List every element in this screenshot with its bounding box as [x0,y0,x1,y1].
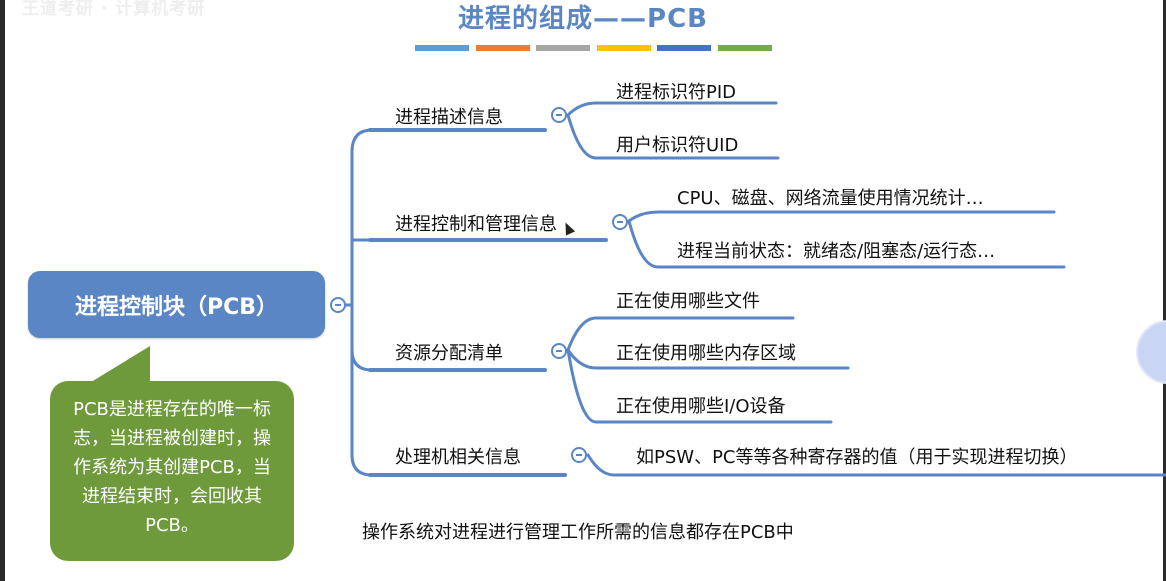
connector-branch-3 [350,348,374,372]
branch-3-collapse-toggle[interactable] [551,343,567,359]
connector-files [566,316,795,352]
title-color-bar [475,45,530,51]
branch-resource-list[interactable]: 资源分配清单 [395,343,503,364]
connector-trunk-top [350,128,374,154]
callout-pointer [78,346,150,392]
connector-io [566,348,833,424]
title-color-bar [596,45,651,51]
branch-4-collapse-toggle[interactable] [571,447,587,463]
slide-title: 进程的组成——PCB [458,4,708,34]
root-collapse-toggle[interactable] [330,297,346,313]
connector-trunk [350,150,374,477]
connector-state [627,219,1066,269]
window-edge-left [0,0,5,581]
leaf-memory-regions[interactable]: 正在使用哪些内存区域 [616,343,796,364]
leaf-io-devices[interactable]: 正在使用哪些I/O设备 [616,396,786,417]
branch-1-collapse-toggle[interactable] [551,107,567,123]
connector-usage [627,210,1056,223]
branch-processor-info[interactable]: 处理机相关信息 [395,447,521,468]
bottom-note: 操作系统对进程进行管理工作所需的信息都存在PCB中 [362,522,794,543]
branch-2-collapse-toggle[interactable] [612,214,628,230]
faded-header-text: 王道考研 · 计算机考研 [22,0,206,19]
connector-pid [566,101,778,117]
leaf-pid[interactable]: 进程标识符PID [616,82,737,103]
title-color-bar [415,45,469,51]
connector-registers [586,453,1166,477]
connector-memory [566,348,850,370]
title-color-bar [536,45,590,51]
leaf-uid[interactable]: 用户标识符UID [616,135,739,156]
leaf-process-state[interactable]: 进程当前状态：就绪态/阻塞态/运行态… [677,241,996,262]
title-color-bar [657,45,711,51]
title-color-bar [717,45,772,51]
connector-uid [566,113,780,160]
window-edge-right [1163,0,1166,581]
branch-process-control[interactable]: 进程控制和管理信息 [395,214,557,235]
leaf-registers[interactable]: 如PSW、PC等等各种寄存器的值（用于实现进程切换） [636,447,1078,468]
leaf-files[interactable]: 正在使用哪些文件 [616,291,760,312]
root-node-pcb[interactable]: 进程控制块（PCB） [28,271,325,338]
callout-pcb-note: PCB是进程存在的唯一标志，当进程被创建时，操作系统为其创建PCB，当进程结束时… [50,381,294,561]
leaf-usage-stats[interactable]: CPU、磁盘、网络流量使用情况统计… [677,188,984,209]
branch-process-description[interactable]: 进程描述信息 [395,107,503,128]
